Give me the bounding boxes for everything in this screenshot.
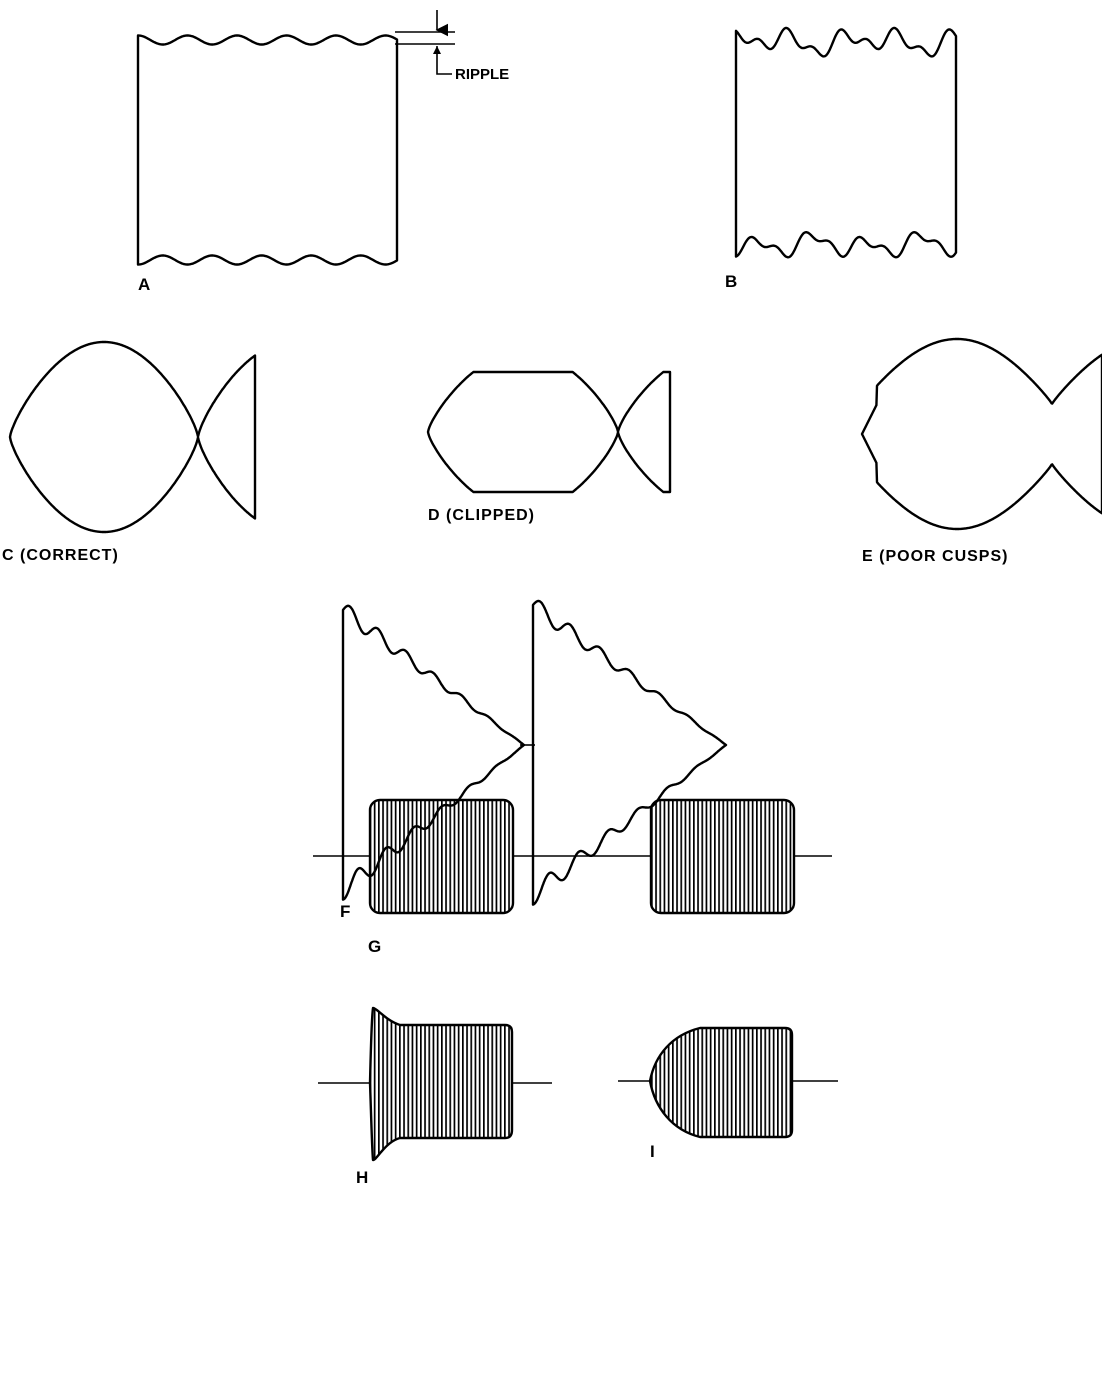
panel-h-label: H bbox=[356, 1168, 368, 1187]
panel-d: D (CLIPPED) bbox=[426, 370, 672, 524]
panel-a: RIPPLE A bbox=[136, 10, 509, 294]
ripple-arrow-up bbox=[433, 46, 441, 54]
panel-g-pulse-1 bbox=[368, 798, 515, 915]
panel-e-label: E (POOR CUSPS) bbox=[862, 548, 1008, 565]
panel-h: H bbox=[318, 1006, 552, 1187]
panel-f-label: F bbox=[340, 902, 350, 921]
panel-g: G bbox=[313, 798, 832, 956]
panel-b-label: B bbox=[725, 272, 737, 291]
panel-a-envelope bbox=[136, 34, 399, 266]
panel-b-envelope bbox=[734, 26, 958, 259]
panel-c: C (CORRECT) bbox=[2, 340, 257, 564]
panel-g-pulse-2 bbox=[649, 798, 796, 915]
panel-d-label: D (CLIPPED) bbox=[428, 507, 535, 524]
ripple-annotation: RIPPLE bbox=[395, 10, 509, 83]
panel-g-label: G bbox=[368, 937, 381, 956]
panel-a-label: A bbox=[138, 275, 150, 294]
panel-b: B bbox=[725, 26, 958, 291]
panel-i-label: I bbox=[650, 1142, 655, 1161]
panel-c-envelope bbox=[8, 340, 257, 534]
ripple-label: RIPPLE bbox=[455, 66, 509, 83]
panel-e-envelope bbox=[860, 337, 1102, 531]
panel-i-pulse bbox=[648, 1026, 794, 1139]
panel-f-envelope-2 bbox=[531, 599, 728, 906]
panel-i: I bbox=[618, 1026, 838, 1161]
panel-d-envelope bbox=[426, 370, 672, 494]
panel-e: E (POOR CUSPS) bbox=[860, 337, 1102, 565]
panel-c-label: C (CORRECT) bbox=[2, 547, 119, 564]
panel-h-pulse bbox=[368, 1006, 514, 1162]
ripple-leader bbox=[436, 46, 452, 75]
